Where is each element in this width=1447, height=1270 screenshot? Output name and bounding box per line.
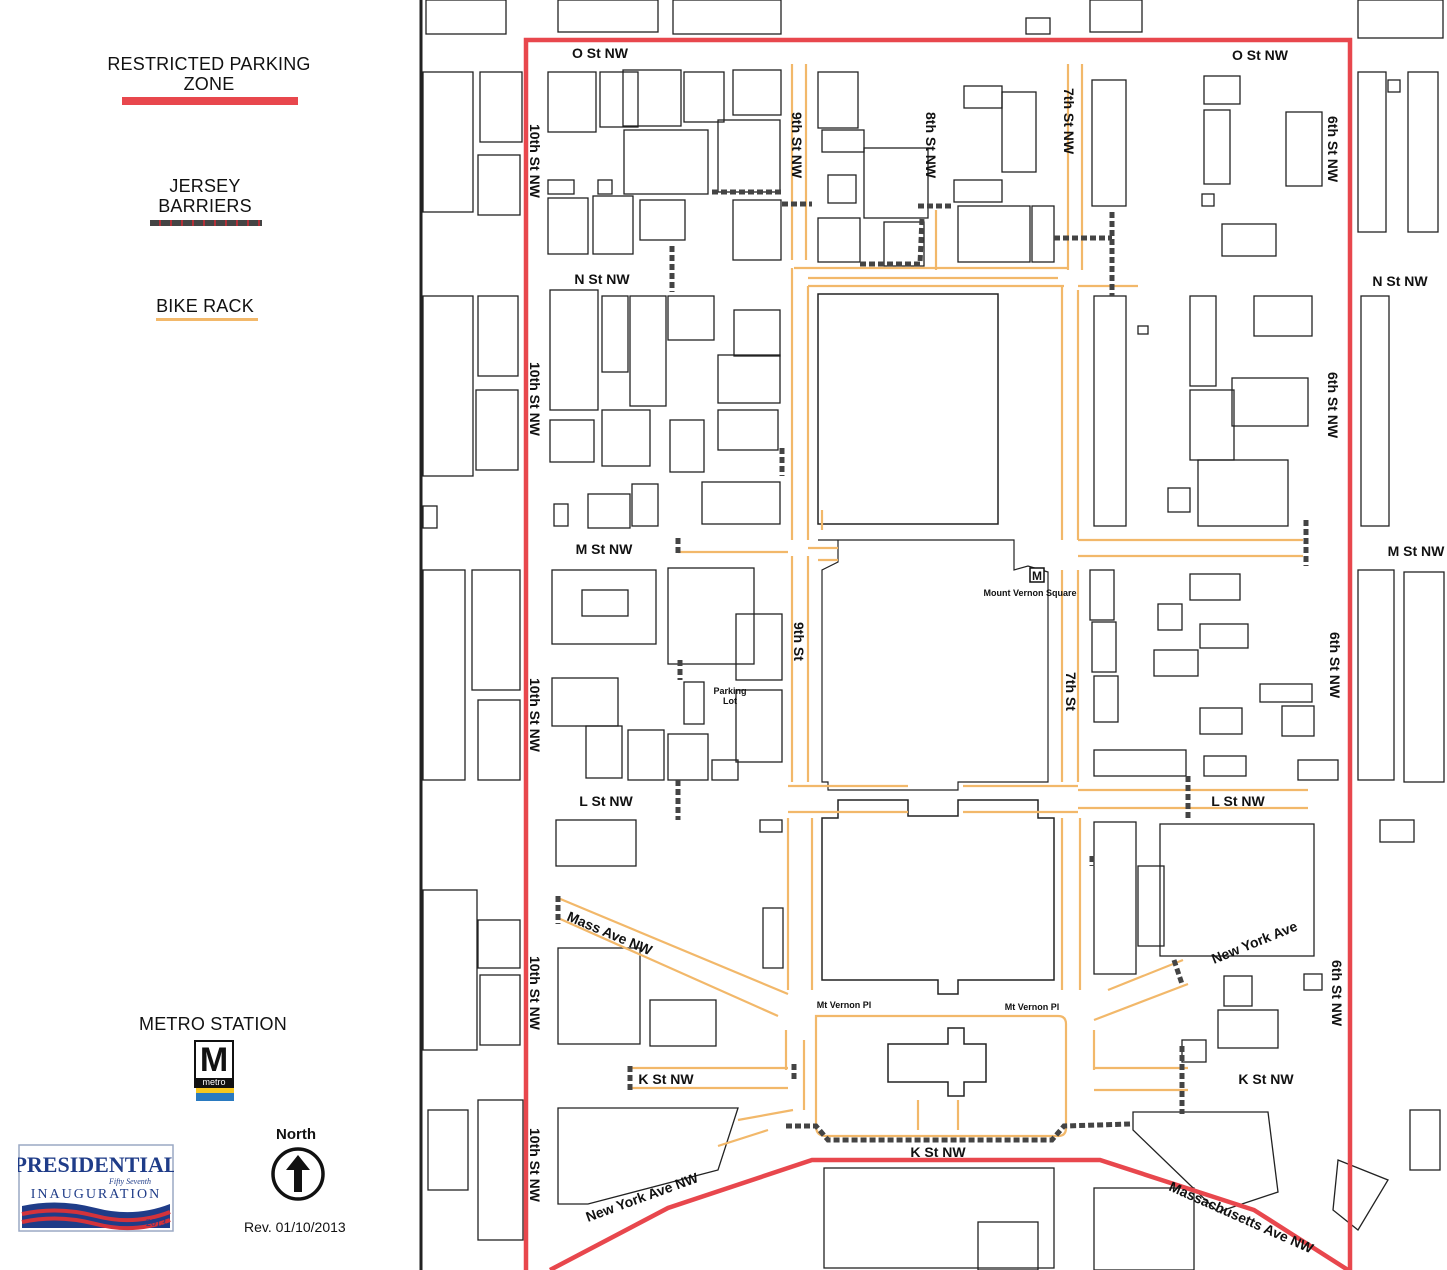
seal-top-text: PRESIDENTIAL: [18, 1152, 174, 1177]
label-m-st-e: M St NW: [1388, 543, 1446, 559]
legend-bike-title: BIKE RACK: [156, 296, 254, 316]
label-k-st-s: K St NW: [910, 1144, 966, 1160]
label-7th-m: 7th St: [1063, 672, 1079, 711]
metro-stripe-yellow: [196, 1088, 234, 1093]
legend-jersey-title: JERSEY BARRIERS: [158, 176, 252, 216]
street-map[interactable]: M Mount Vernon Square O St NW O St NW N …: [418, 0, 1447, 1270]
label-mt-vernon-w: Mt Vernon Pl: [817, 1000, 872, 1010]
mt-vernon-square-outlines: [817, 293, 1055, 1097]
bike-rack-lines: [557, 64, 1308, 1148]
label-mt-vernon-e: Mt Vernon Pl: [1005, 1002, 1060, 1012]
legend-jersey-line: [150, 220, 262, 226]
label-o-st-w: O St NW: [572, 45, 629, 61]
seal-year: 2013: [146, 1218, 166, 1229]
label-n-st-e: N St NW: [1372, 273, 1428, 289]
legend-restricted-line: [122, 97, 298, 105]
label-ny-ave-e: New York Ave: [1209, 918, 1300, 967]
label-l-st-e: L St NW: [1211, 793, 1265, 809]
north-arrow-icon: [271, 1147, 325, 1201]
label-9th-n: 9th St NW: [789, 112, 805, 179]
label-m-st-w: M St NW: [576, 541, 634, 557]
map-legend: RESTRICTED PARKING ZONE JERSEY BARRIERS …: [0, 0, 418, 1270]
label-9th-m: 9th St: [791, 622, 807, 661]
seal-bottom-text: INAUGURATION: [31, 1187, 162, 1202]
legend-bike-line: [156, 318, 258, 321]
label-ny-ave-sw: New York Ave NW: [584, 1169, 701, 1225]
label-mass-ave-se: Massachusetts Ave NW: [1167, 1178, 1317, 1256]
label-6th-2: 6th St NW: [1325, 372, 1341, 439]
label-o-st-e: O St NW: [1232, 47, 1289, 63]
metro-word: metro: [196, 1078, 232, 1087]
label-6th-1: 6th St NW: [1325, 116, 1341, 183]
inauguration-seal: PRESIDENTIAL Fifty Seventh INAUGURATION …: [18, 1144, 174, 1232]
seal-middle-text: Fifty Seventh: [108, 1177, 151, 1186]
label-6th-4: 6th St NW: [1329, 960, 1345, 1027]
label-7th-n: 7th St NW: [1061, 88, 1077, 155]
label-8th: 8th St NW: [923, 112, 939, 179]
label-n-st-w: N St NW: [574, 271, 630, 287]
metro-stripe-blue: [196, 1093, 234, 1101]
label-l-st-w: L St NW: [579, 793, 633, 809]
jersey-barrier-lines: [555, 189, 1309, 1143]
seal-flag-stripe: [21, 1208, 171, 1223]
restricted-zone-boundary: [523, 37, 1353, 1270]
label-10th-5: 10th St NW: [527, 1128, 543, 1203]
legend-metro-title: METRO STATION: [139, 1014, 287, 1034]
label-k-st-e: K St NW: [1238, 1071, 1294, 1087]
metro-entrance-icon: M: [1029, 567, 1045, 583]
north-label: North: [276, 1126, 316, 1143]
restricted-zone-south-edge: [548, 1157, 1350, 1270]
svg-text:M: M: [1032, 569, 1042, 583]
label-10th-1: 10th St NW: [527, 124, 543, 199]
label-k-st-w: K St NW: [638, 1071, 694, 1087]
map-canvas: M Mount Vernon Square O St NW O St NW N …: [419, 0, 1446, 1270]
metro-letter: M: [199, 1041, 229, 1079]
legend-metro-badge: M metro: [194, 1040, 234, 1088]
metro-square-label: Mount Vernon Square: [983, 588, 1076, 598]
label-10th-4: 10th St NW: [527, 956, 543, 1031]
revision-date: Rev. 01/10/2013: [244, 1219, 346, 1235]
legend-restricted-title: RESTRICTED PARKING ZONE: [107, 54, 311, 94]
label-10th-2: 10th St NW: [527, 362, 543, 437]
label-10th-3: 10th St NW: [527, 678, 543, 753]
label-6th-3: 6th St NW: [1327, 632, 1343, 699]
